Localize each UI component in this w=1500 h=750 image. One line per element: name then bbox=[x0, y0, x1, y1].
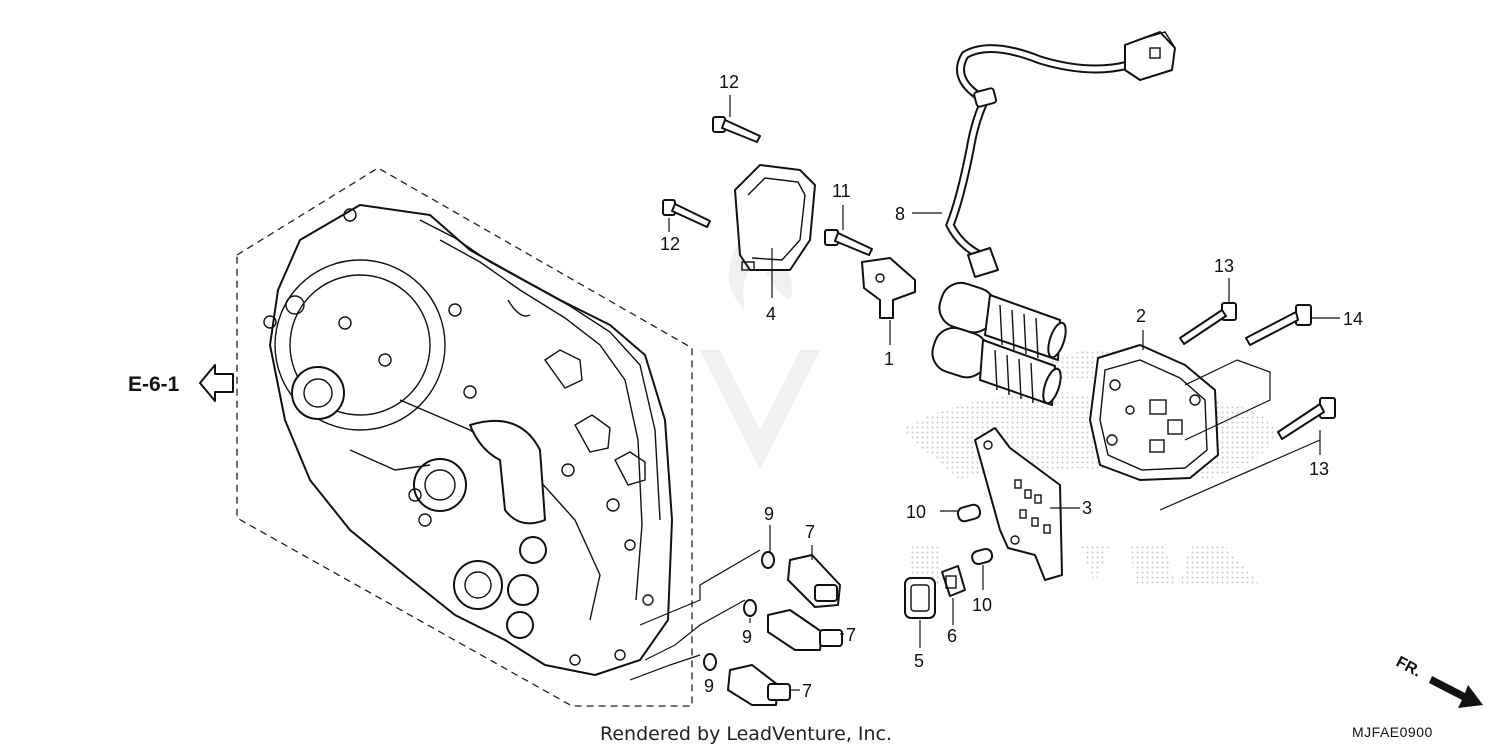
callout-10-upper: 10 bbox=[906, 502, 926, 522]
callout-14: 14 bbox=[1343, 309, 1363, 329]
part-4-cover bbox=[734, 164, 816, 271]
callout-5: 5 bbox=[914, 651, 924, 671]
leadventure-watermark bbox=[700, 240, 820, 470]
background-watermark bbox=[900, 350, 1280, 585]
callout-6: 6 bbox=[947, 626, 957, 646]
callout-13-lower: 13 bbox=[1309, 459, 1329, 479]
callout-11: 11 bbox=[832, 181, 851, 201]
diagram-code: MJFAE0900 bbox=[1352, 724, 1433, 740]
part-7-switch-middle bbox=[767, 609, 843, 651]
callout-10-lower: 10 bbox=[972, 595, 992, 615]
callout-3: 3 bbox=[1082, 498, 1092, 518]
transmission-cover bbox=[263, 204, 673, 676]
callout-13-upper: 13 bbox=[1214, 256, 1234, 276]
callout-9-middle: 9 bbox=[742, 627, 752, 647]
bolt-12-upper bbox=[712, 116, 761, 143]
callout-2: 2 bbox=[1136, 306, 1146, 326]
callout-numbers: 12 12 4 11 1 8 2 13 14 13 3 10 10 5 6 7 … bbox=[660, 72, 1363, 701]
front-arrow-icon bbox=[1429, 676, 1483, 708]
part-10-filter-lower bbox=[971, 547, 994, 566]
front-direction-indicator: FR. bbox=[1393, 654, 1483, 708]
part-8-wire-harness bbox=[945, 31, 1176, 278]
callout-12-upper: 12 bbox=[719, 72, 739, 92]
part-3-separator-plate bbox=[974, 427, 1063, 581]
bolt-11 bbox=[824, 229, 873, 256]
reference-label: E-6-1 bbox=[128, 373, 180, 396]
front-label: FR. bbox=[1393, 654, 1424, 681]
callout-8: 8 bbox=[895, 204, 905, 224]
part-9-o-ring-bottom bbox=[703, 653, 717, 671]
part-9-o-ring-top bbox=[761, 551, 775, 569]
part-9-o-ring-middle bbox=[743, 599, 757, 617]
part-6-pad bbox=[941, 565, 966, 597]
bolt-13-lower bbox=[1277, 397, 1336, 440]
credit-text: Rendered by LeadVenture, Inc. bbox=[600, 723, 892, 745]
part-1-bracket bbox=[861, 257, 916, 319]
part-2-valve-body bbox=[1089, 344, 1219, 481]
callout-7-top: 7 bbox=[805, 522, 815, 542]
part-7-switch-top bbox=[787, 554, 841, 608]
callout-9-top: 9 bbox=[764, 504, 774, 524]
callout-1: 1 bbox=[884, 349, 894, 369]
callout-12-lower: 12 bbox=[660, 234, 680, 254]
left-arrow-icon bbox=[199, 364, 234, 402]
callout-4: 4 bbox=[766, 304, 776, 324]
solenoid-valves bbox=[931, 281, 1067, 406]
part-7-switch-bottom bbox=[727, 664, 791, 706]
part-10-filter-upper bbox=[956, 503, 982, 523]
part-5-gasket bbox=[904, 577, 936, 619]
bolt-14 bbox=[1245, 304, 1312, 346]
callout-7-bottom: 7 bbox=[802, 681, 812, 701]
bolt-12-lower bbox=[662, 199, 711, 228]
callout-9-bottom: 9 bbox=[704, 676, 714, 696]
callout-7-middle: 7 bbox=[846, 625, 856, 645]
bolt-13-upper bbox=[1179, 302, 1237, 345]
leader-lines bbox=[629, 95, 1340, 691]
reference-arrow: E-6-1 bbox=[128, 364, 234, 402]
